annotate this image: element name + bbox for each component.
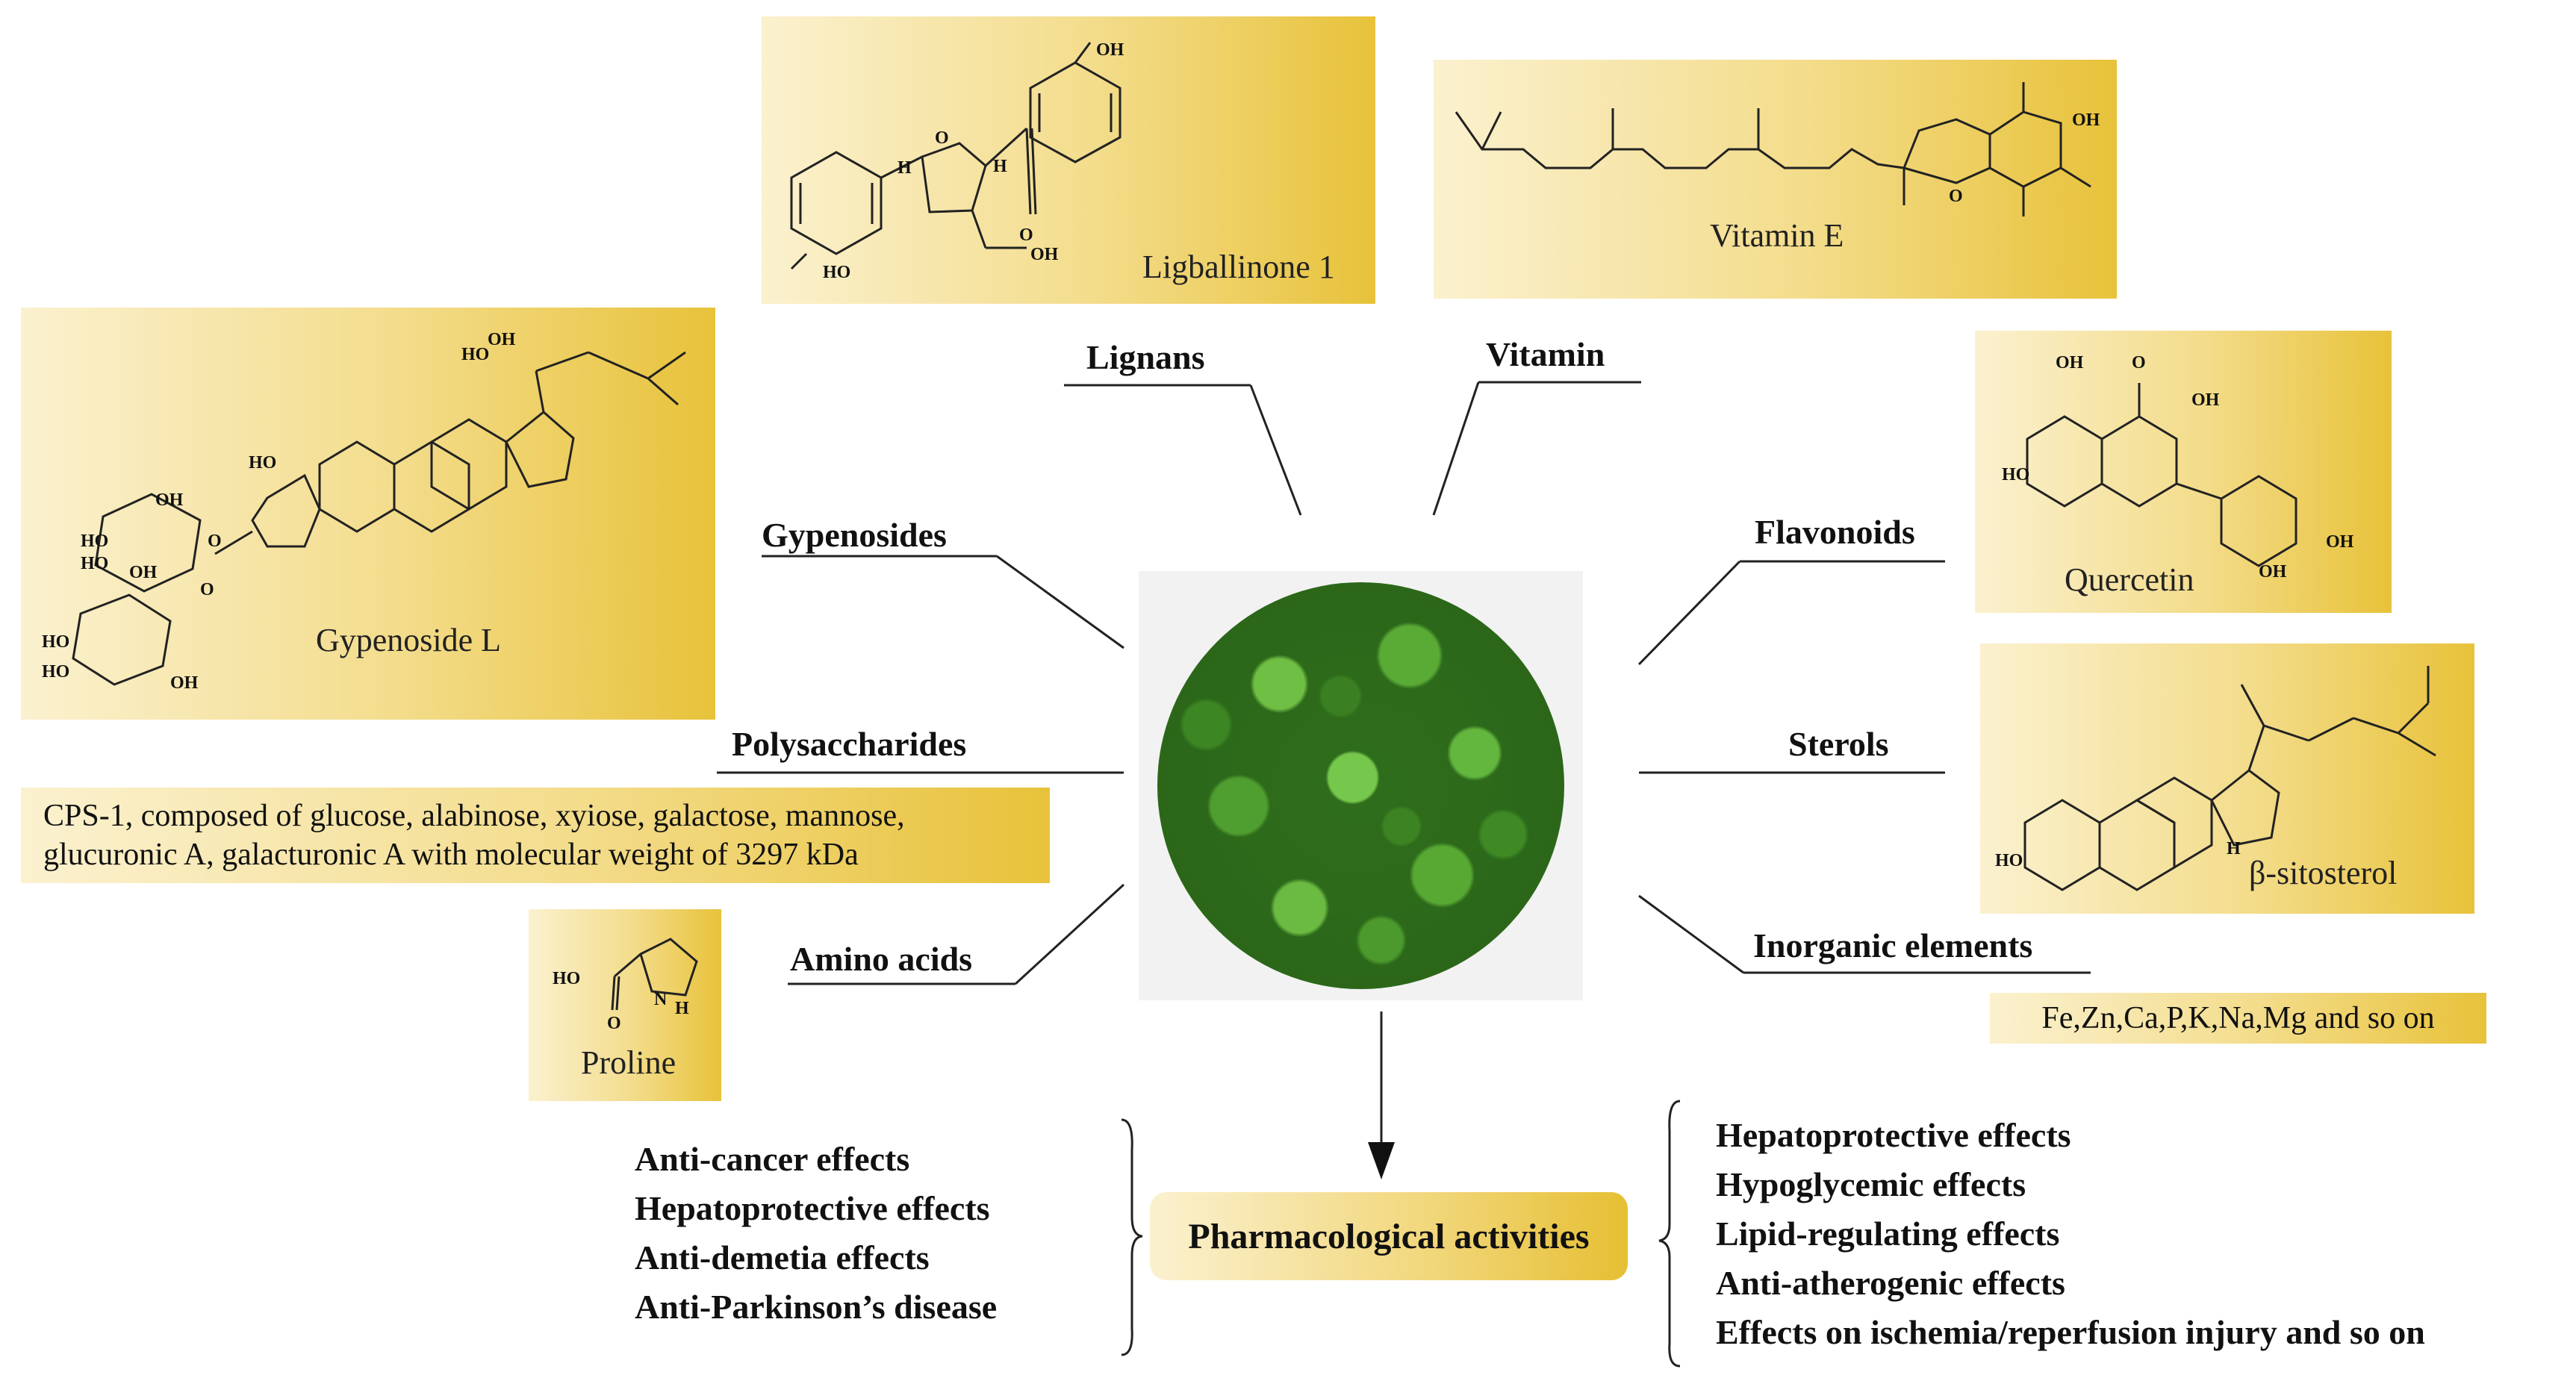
inorganic-description: Fe,Zn,Ca,P,K,Na,Mg and so on [2041, 1001, 2435, 1035]
polysaccharide-description-line: glucuronic A, galacturonic A with molecu… [43, 838, 859, 872]
gypenoside-atom-label: OH [488, 330, 516, 349]
sterol-compound-name: β-sitosterol [2249, 855, 2398, 891]
quercetin-structure: OH O OH HO OH OH [2002, 353, 2354, 582]
polysaccharide-description-line: CPS-1, composed of glucose, alabinose, x… [43, 799, 905, 833]
quercetin-atom-label: OH [2326, 532, 2354, 552]
pharmacological-activities-box: Pharmacological activities [1150, 1192, 1628, 1280]
proline-atom-label: O [607, 1014, 621, 1033]
inorganic-description-box: Fe,Zn,Ca,P,K,Na,Mg and so on [1990, 993, 2486, 1044]
category-flavonoids: Flavonoids [1755, 513, 1915, 551]
proline-structure: HO O N H [553, 938, 698, 1033]
effect-item: Anti-demetia effects [635, 1238, 930, 1277]
category-sterols: Sterols [1788, 725, 1889, 763]
gypenoside-atom-label: HO [81, 532, 108, 551]
effect-item: Hepatoprotective effects [1716, 1116, 2071, 1154]
gypenoside-structure: OH HO HO OH HO HO OH HO HO OH O O [42, 330, 686, 693]
gypenoside-atom-label: OH [170, 673, 199, 693]
gypenoside-atom-label: O [200, 580, 214, 599]
sterol-atom-label: H [2227, 839, 2241, 858]
lignan-atom-label: OH [1096, 40, 1124, 60]
lignan-atom-label: H [897, 158, 912, 178]
polysaccharide-description-box: CPS-1, composed of glucose, alabinose, x… [21, 788, 1050, 883]
gypenoside-atom-label: OH [155, 490, 184, 510]
right-effects-list: Hepatoprotective effects Hypoglycemic ef… [1716, 1111, 2425, 1357]
proline-atom-label: N [654, 990, 668, 1009]
effect-item: Anti-Parkinson’s disease [635, 1288, 998, 1326]
effect-item: Effects on ischemia/reperfusion injury a… [1716, 1313, 2425, 1351]
vitamin-compound-name: Vitamin E [1710, 217, 1844, 254]
lignan-compound-name: Ligballinone 1 [1142, 249, 1335, 285]
category-amino-acids: Amino acids [790, 940, 973, 978]
left-effects-list: Anti-cancer effects Hepatoprotective eff… [635, 1135, 997, 1332]
lignan-atom-label: O [1019, 225, 1033, 245]
vitamin-atom-label: O [1949, 187, 1963, 206]
sterol-atom-label: HO [1995, 851, 2023, 870]
vitamin-e-structure: OH O [1455, 82, 2100, 216]
proline-compound-name: Proline [581, 1044, 676, 1081]
plant-photo [1139, 571, 1583, 1000]
category-gypenosides: Gypenosides [762, 516, 947, 554]
plant-photo-disc [1157, 582, 1564, 989]
lignan-atom-label: O [935, 128, 949, 148]
proline-atom-label: H [675, 999, 689, 1018]
lignan-atom-label: H [993, 157, 1007, 176]
quercetin-atom-label: OH [2056, 353, 2084, 373]
gypenoside-atom-label: HO [81, 554, 108, 573]
quercetin-compound-name: Quercetin [2065, 561, 2194, 598]
ligballinone-structure: O OH H H O HO OH [790, 40, 1124, 282]
category-inorganic-elements: Inorganic elements [1753, 926, 2033, 964]
category-lignans: Lignans [1086, 338, 1205, 376]
gypenoside-atom-label: HO [42, 632, 69, 652]
gypenoside-compound-name: Gypenoside L [316, 622, 502, 658]
category-polysaccharides: Polysaccharides [732, 725, 967, 763]
gypenoside-atom-label: O [208, 532, 222, 551]
vitamin-atom-label: OH [2072, 110, 2100, 130]
category-vitamin: Vitamin [1486, 335, 1605, 373]
lignan-structure-box: O OH H H O HO OH Ligballinone 1 [762, 16, 1375, 304]
effect-item: Anti-atherogenic effects [1716, 1264, 2065, 1302]
effect-item: Lipid-regulating effects [1716, 1215, 2060, 1253]
sterol-structure-box: HO H β-sitosterol [1980, 643, 2474, 914]
beta-sitosterol-structure: HO H [1995, 666, 2436, 891]
vitamin-structure-box: OH O Vitamin E [1434, 60, 2117, 299]
flavonoid-structure-box: OH O OH HO OH OH Quercetin [1975, 331, 2392, 613]
gypenoside-structure-box: OH HO HO OH HO HO OH HO HO OH O O Gypeno… [21, 308, 715, 720]
amino-acid-structure-box: HO O N H Proline [529, 909, 721, 1101]
proline-atom-label: HO [553, 969, 580, 988]
effect-item: Anti-cancer effects [635, 1140, 910, 1178]
quercetin-atom-label: OH [2259, 562, 2287, 582]
effect-item: Hepatoprotective effects [635, 1189, 990, 1227]
lignan-atom-label: HO [823, 263, 850, 282]
gypenoside-atom-label: HO [461, 345, 489, 364]
lignan-atom-label: OH [1030, 245, 1059, 264]
quercetin-atom-label: OH [2191, 390, 2220, 410]
gypenoside-atom-label: HO [249, 453, 276, 473]
gypenoside-atom-label: HO [42, 662, 69, 682]
quercetin-atom-label: O [2132, 353, 2146, 373]
effect-item: Hypoglycemic effects [1716, 1165, 2026, 1203]
gypenoside-atom-label: OH [129, 563, 158, 582]
quercetin-atom-label: HO [2002, 465, 2029, 484]
